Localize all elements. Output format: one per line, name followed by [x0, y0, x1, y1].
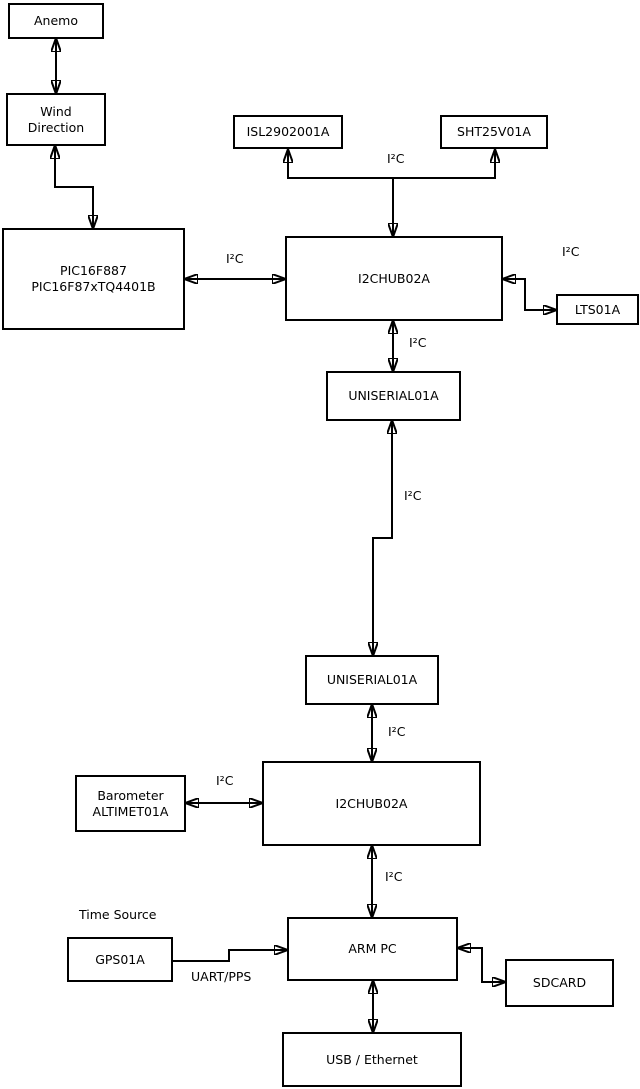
edge-label-i2c-sensor-bus: I²C — [387, 151, 405, 166]
node-isl2902001a: ISL2902001A — [233, 115, 343, 149]
node-i2chub02a-upper: I2CHUB02A — [285, 236, 503, 321]
node-uniserial01a-upper-label: UNISERIAL01A — [348, 388, 439, 403]
node-anemo-label: Anemo — [34, 13, 78, 28]
node-pic16f887-label-line2: PIC16F87xTQ4401B — [31, 279, 156, 294]
node-arm-pc: ARM PC — [287, 917, 458, 981]
node-wind-direction-label-line1: Wind — [40, 103, 72, 119]
node-anemo: Anemo — [8, 3, 104, 39]
node-gps01a-label: GPS01A — [95, 951, 145, 967]
node-wind-direction-label-line2: Direction — [27, 119, 85, 135]
node-sdcard: SDCARD — [505, 959, 614, 1007]
node-usb-ethernet-label: USB / Ethernet — [326, 1051, 418, 1067]
connector-hub1-lts — [503, 279, 556, 310]
edge-label-i2c-pic-hub1: I²C — [226, 251, 244, 266]
connector-uniserial1-uniserial2 — [373, 421, 392, 655]
node-barometer-label-line2: ALTIMET01A — [92, 803, 169, 819]
edge-label-uart-pps: UART/PPS — [191, 969, 252, 984]
node-uniserial01a-upper: UNISERIAL01A — [326, 371, 461, 421]
node-i2chub02a-lower-label: I2CHUB02A — [335, 795, 408, 811]
node-pic16f887-label-line1: PIC16F887 — [60, 263, 127, 278]
connector-wind-pic — [55, 146, 93, 228]
edge-label-i2c-barometer-hub2: I²C — [216, 773, 234, 788]
edge-label-i2c-hub2-armpc: I²C — [385, 869, 403, 884]
node-uniserial01a-lower-label: UNISERIAL01A — [326, 672, 418, 687]
node-sht25v01a: SHT25V01A — [440, 115, 548, 149]
node-arm-pc-label: ARM PC — [348, 941, 397, 956]
node-barometer-altimet01a: Barometer ALTIMET01A — [75, 775, 186, 832]
node-i2chub02a-upper-label: I2CHUB02A — [358, 270, 430, 286]
edge-label-time-source: Time Source — [79, 907, 157, 922]
node-sht25v01a-label: SHT25V01A — [457, 124, 531, 139]
edge-label-i2c-hub1-uniserial1: I²C — [409, 335, 427, 350]
node-usb-ethernet: USB / Ethernet — [282, 1032, 462, 1087]
node-lts01a-label: LTS01A — [574, 301, 621, 317]
node-gps01a: GPS01A — [67, 937, 173, 982]
connector-armpc-sdcard — [458, 948, 505, 982]
node-isl2902001a-label: ISL2902001A — [246, 124, 330, 139]
node-lts01a: LTS01A — [556, 294, 639, 325]
node-uniserial01a-lower: UNISERIAL01A — [305, 655, 439, 705]
connector-gps-armpc — [173, 950, 287, 962]
connector-sensor-bus — [288, 150, 495, 179]
edge-label-i2c-uniserial-link: I²C — [404, 488, 422, 503]
edge-label-i2c-uniserial2-hub2: I²C — [388, 724, 406, 739]
node-sdcard-label: SDCARD — [532, 975, 587, 990]
edge-label-i2c-hub1-lts: I²C — [562, 244, 580, 259]
node-wind-direction: Wind Direction — [6, 93, 106, 146]
node-barometer-label-line1: Barometer — [97, 787, 164, 803]
node-i2chub02a-lower: I2CHUB02A — [262, 761, 481, 846]
node-pic16f887: PIC16F887 PIC16F87xTQ4401B — [2, 228, 185, 330]
